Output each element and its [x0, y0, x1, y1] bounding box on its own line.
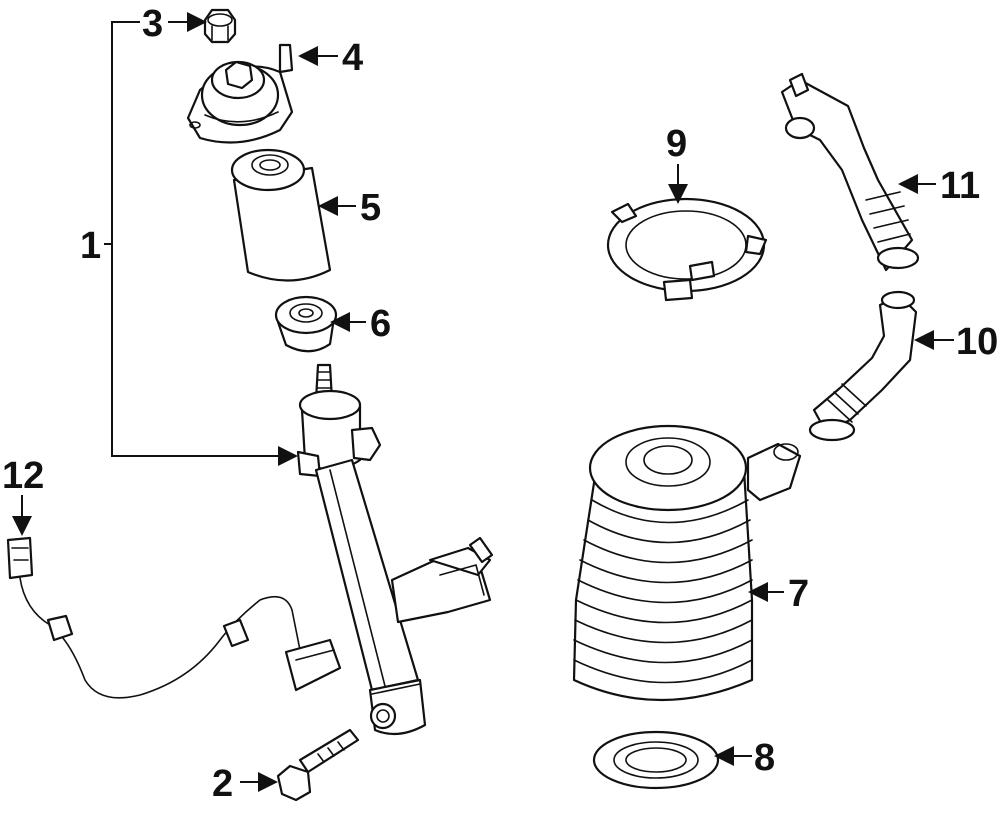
part-6-bump-stop[interactable]: [274, 295, 338, 353]
callout-2: 2: [212, 763, 233, 805]
callout-8: 8: [754, 737, 775, 779]
callout-1: 1: [80, 225, 101, 267]
part-shock-absorber[interactable]: [296, 363, 494, 736]
part-12-sensor-harness[interactable]: [6, 536, 342, 699]
callout-10: 10: [956, 321, 998, 363]
callout-3: 3: [142, 3, 163, 45]
part-8-lower-seat[interactable]: [592, 730, 720, 790]
part-5-dust-boot[interactable]: [230, 148, 332, 282]
part-11-air-hose[interactable]: [780, 72, 920, 272]
callout-labels: 1 2 3 4 5 6 7 8 9 10 11 12: [2, 3, 998, 805]
leader-lines: [12, 12, 954, 792]
part-4-top-mount[interactable]: [186, 43, 294, 144]
callout-11: 11: [940, 165, 980, 207]
part-10-air-hose[interactable]: [808, 290, 918, 442]
callout-4: 4: [342, 37, 363, 79]
callout-9: 9: [666, 123, 687, 165]
part-2-bolt[interactable]: [276, 728, 360, 802]
part-7-air-spring[interactable]: [572, 424, 802, 702]
part-3-nut[interactable]: [203, 8, 237, 44]
callout-5: 5: [360, 187, 381, 229]
callout-6: 6: [370, 303, 391, 345]
part-9-seal-ring[interactable]: [606, 197, 768, 302]
callout-12: 12: [2, 455, 44, 497]
callout-7: 7: [788, 573, 809, 615]
